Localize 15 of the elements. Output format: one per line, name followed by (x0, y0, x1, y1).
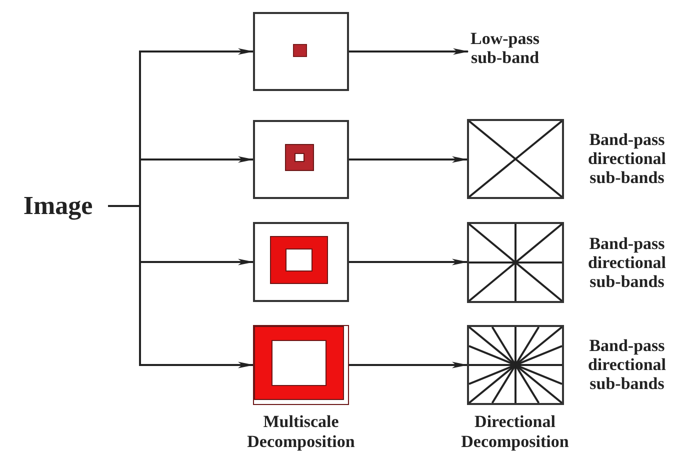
output-label: Low-pass sub-band (455, 25, 555, 73)
band-label: Band-pass directional sub-bands (586, 336, 668, 394)
band-label: Band-pass directional sub-bands (586, 234, 668, 291)
band-label: Band-pass directional sub-bands (586, 130, 668, 188)
arrow (349, 258, 468, 266)
arrow (349, 362, 468, 368)
arrow (349, 156, 468, 163)
multiscale-box (253, 12, 349, 91)
input-label: Image (12, 188, 104, 224)
multiscale-box (253, 222, 349, 302)
multiscale-box (253, 120, 349, 199)
arrow (349, 48, 469, 55)
column-caption: Multiscale Decomposition (246, 412, 356, 453)
arrow (108, 205, 254, 368)
column-caption: Directional Decomposition (460, 412, 570, 453)
